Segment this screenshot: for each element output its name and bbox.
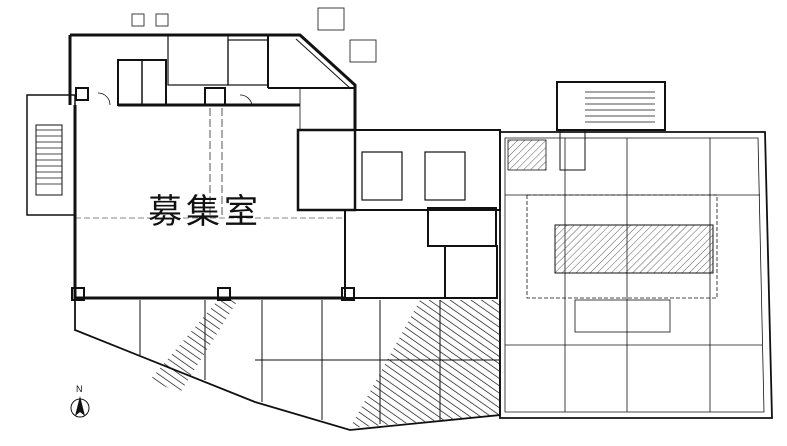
north-label: N	[76, 384, 83, 394]
terrace	[74, 300, 501, 431]
right-staircase	[556, 81, 666, 171]
side-rooms	[296, 128, 501, 299]
left-staircase	[26, 94, 76, 216]
room-label: 募集室	[148, 192, 262, 232]
service-wing	[68, 7, 377, 130]
roof-terrace	[499, 131, 773, 419]
north-arrow-icon	[70, 396, 90, 418]
